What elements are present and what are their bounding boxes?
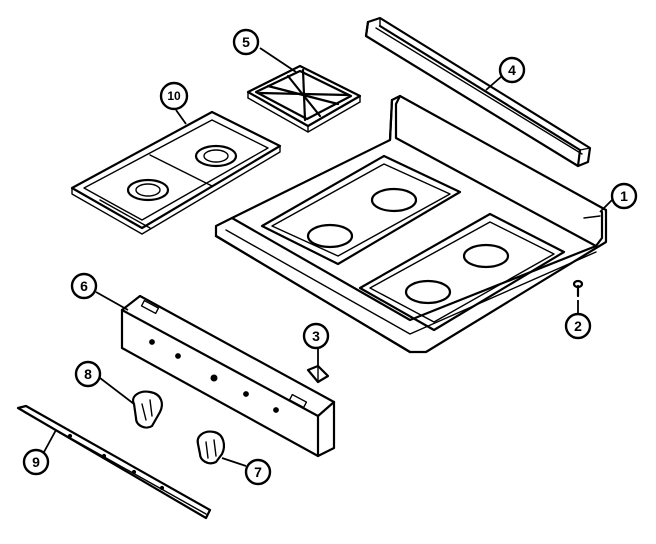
control-panel-part bbox=[120, 294, 336, 458]
callout-label-10: 10 bbox=[167, 89, 181, 103]
knob-7-part bbox=[196, 430, 225, 465]
callout-label-4: 4 bbox=[508, 62, 516, 78]
callout-label-8: 8 bbox=[84, 366, 92, 382]
leader-lines bbox=[43, 47, 615, 467]
callout-8: 8 bbox=[74, 360, 102, 388]
callout-label-7: 7 bbox=[254, 464, 262, 480]
trim-strip-part bbox=[16, 404, 212, 520]
callout-label-5: 5 bbox=[242, 34, 250, 50]
callout-label-2: 2 bbox=[574, 318, 582, 334]
callout-9: 9 bbox=[22, 448, 50, 476]
callout-10: 10 bbox=[159, 81, 189, 111]
callout-7: 7 bbox=[244, 458, 272, 486]
screw-part bbox=[572, 279, 584, 298]
callout-2: 2 bbox=[564, 312, 592, 340]
callout-label-1: 1 bbox=[620, 188, 628, 204]
callout-4: 4 bbox=[498, 56, 526, 84]
callout-label-6: 6 bbox=[80, 278, 88, 294]
clip-part bbox=[306, 364, 330, 384]
callout-label-3: 3 bbox=[312, 328, 320, 344]
callout-1: 1 bbox=[610, 182, 638, 210]
callout-label-9: 9 bbox=[32, 454, 40, 470]
callout-3: 3 bbox=[302, 322, 330, 350]
grate-part bbox=[246, 64, 362, 133]
callout-5: 5 bbox=[232, 28, 260, 56]
knob-8-part bbox=[132, 390, 163, 429]
cooktop-part bbox=[214, 94, 608, 354]
callout-6: 6 bbox=[70, 272, 98, 300]
vent-trim-part bbox=[364, 16, 592, 168]
burner-pan-part bbox=[70, 110, 282, 235]
